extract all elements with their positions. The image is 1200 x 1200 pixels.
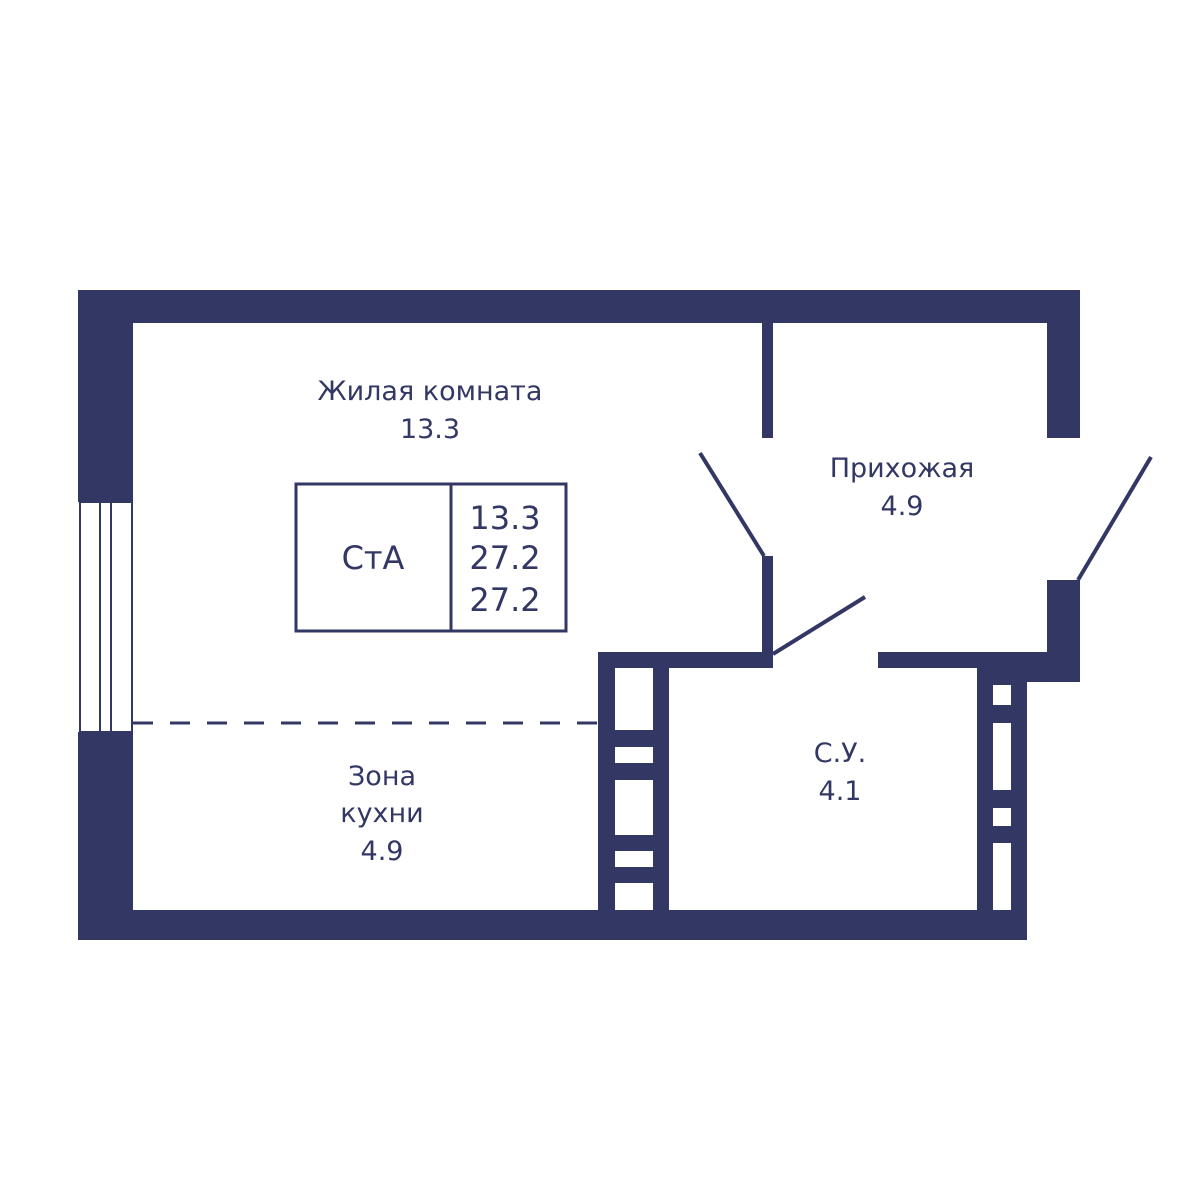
- bathroom-door-swing: [771, 595, 867, 656]
- living-room-area: 13.3: [400, 414, 460, 445]
- bottom-wall: [78, 910, 1027, 940]
- living-room-name: Жилая комната: [318, 376, 543, 407]
- left-wall-upper: [78, 290, 133, 502]
- hallway-area: 4.9: [881, 491, 924, 522]
- total-area-value: 27.2: [469, 539, 540, 577]
- bathroom-name: С.У.: [814, 738, 866, 769]
- kitchen-area: 4.9: [361, 836, 404, 867]
- apartment-type: СтА: [342, 539, 405, 577]
- kitchen-name-line1: Зона: [348, 761, 416, 792]
- partition-upper: [762, 323, 773, 438]
- doors: [698, 451, 1153, 656]
- partition-lower: [762, 556, 773, 668]
- total-area-value-2: 27.2: [469, 581, 540, 619]
- entrance-door-swing: [1076, 455, 1153, 582]
- living-area-value: 13.3: [469, 499, 540, 537]
- living-door-swing: [698, 451, 766, 558]
- bathroom-right-corner: [977, 652, 1080, 682]
- left-wall-lower: [78, 732, 133, 940]
- walls: [78, 290, 1080, 940]
- wall-inserts: [615, 668, 1011, 910]
- window: [79, 501, 133, 733]
- info-box: СтА 13.3 27.2 27.2: [294, 482, 568, 633]
- right-wall-upper: [1047, 290, 1080, 438]
- kitchen-name-line2: кухни: [340, 798, 423, 829]
- top-wall: [78, 290, 1080, 323]
- hallway-name: Прихожая: [830, 453, 975, 484]
- bathroom-area: 4.1: [819, 776, 862, 807]
